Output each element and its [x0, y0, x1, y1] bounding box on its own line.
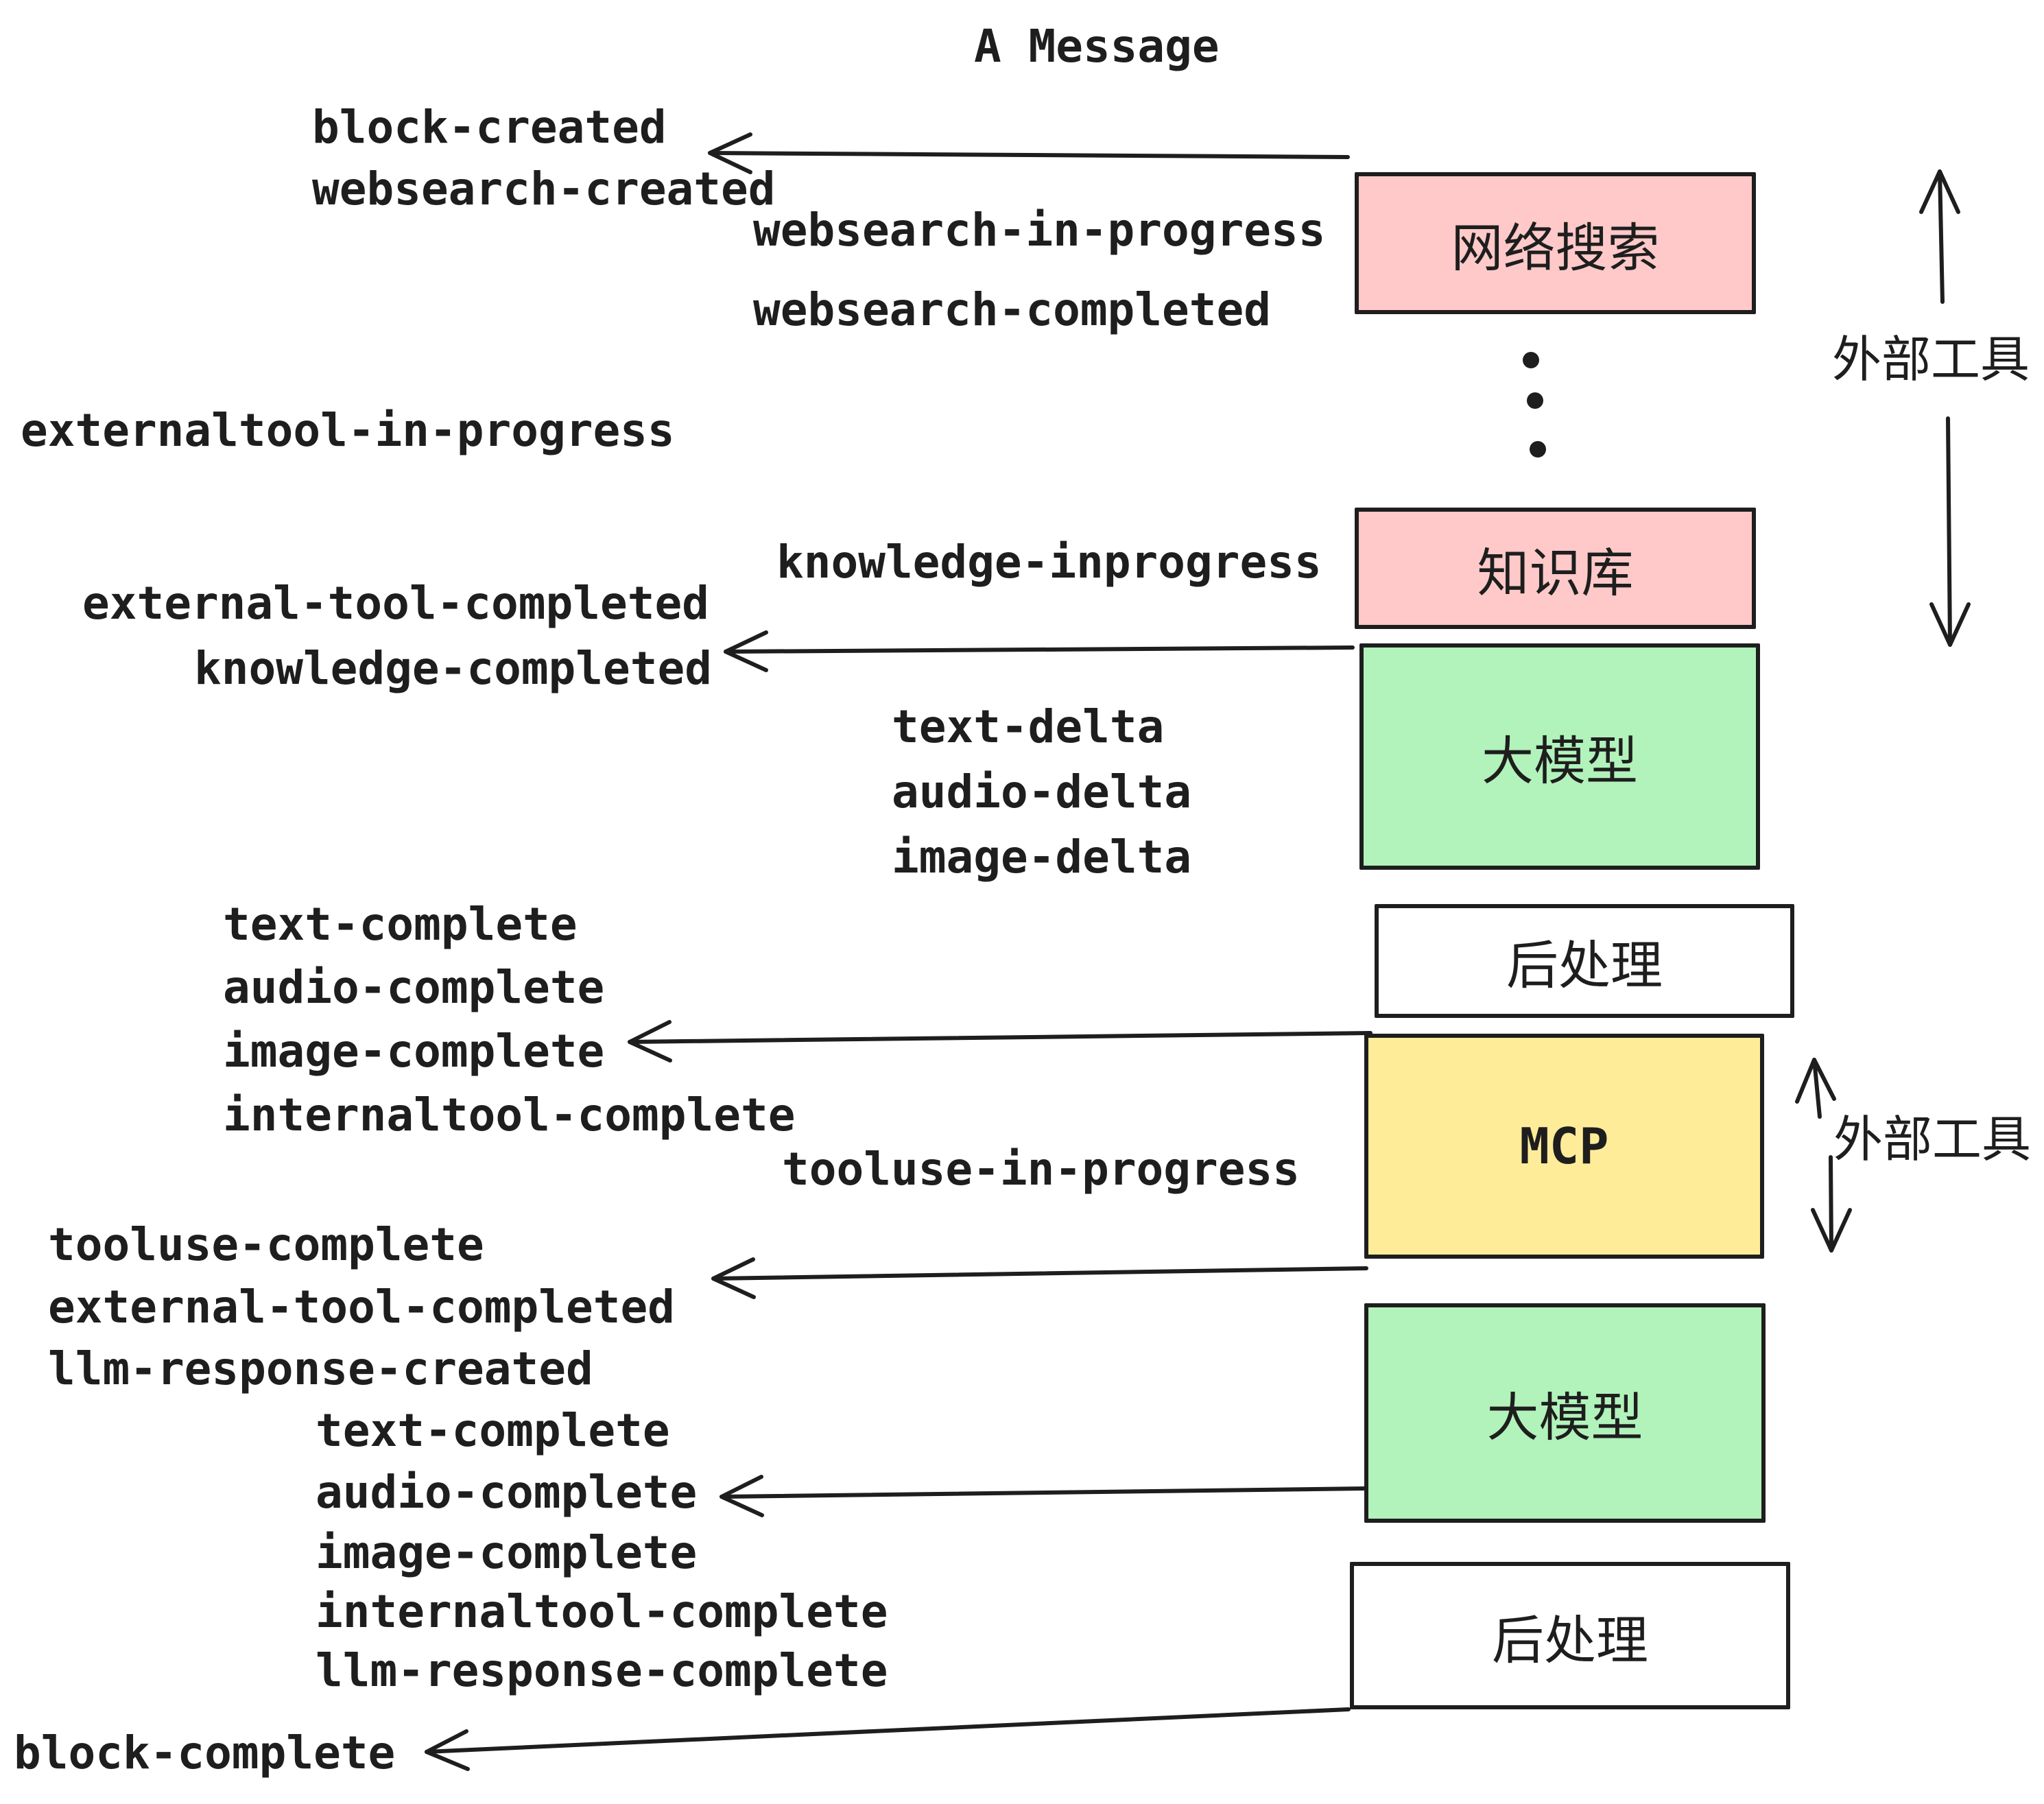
event-external-tool-completed: external-tool-completed — [82, 577, 709, 630]
arrow-llm2-to-complete-group — [720, 1475, 1366, 1517]
event-websearch-created: websearch-created — [312, 163, 776, 215]
event-block-created: block-created — [312, 101, 667, 154]
box-llm-2-label: 大模型 — [1486, 1389, 1643, 1447]
event-text-complete: text-complete — [223, 898, 578, 951]
event-text-delta: text-delta — [892, 700, 1165, 753]
box-mcp-label: MCP — [1519, 1117, 1609, 1175]
side-label-external-tools-1: 外部工具 — [1832, 333, 2030, 388]
diagram-title: A Message — [974, 20, 1220, 73]
event-image-complete-2: image-complete — [316, 1526, 698, 1579]
double-arrow-external-tools-1 — [1919, 169, 1971, 647]
arrow-mcp-to-tooluse-complete — [711, 1257, 1368, 1299]
box-post-process-2: 后处理 — [1350, 1562, 1790, 1709]
event-image-complete: image-complete — [223, 1025, 605, 1078]
event-audio-complete-2: audio-complete — [316, 1466, 698, 1519]
box-post-process-1: 后处理 — [1375, 904, 1794, 1018]
event-internaltool-complete: internaltool-complete — [223, 1089, 796, 1141]
box-post-process-2-label: 后处理 — [1492, 1611, 1648, 1670]
box-knowledge-base: 知识库 — [1355, 508, 1756, 629]
event-audio-complete: audio-complete — [223, 961, 605, 1014]
event-tooluse-in-progress: tooluse-in-progress — [782, 1143, 1300, 1196]
arrow-llm-to-knowledge-completed — [724, 630, 1355, 672]
arrow-post1-to-complete-group — [628, 1020, 1372, 1063]
double-arrow-external-tools-2 — [1795, 1058, 1852, 1253]
box-llm-1: 大模型 — [1359, 643, 1760, 870]
box-knowledge-base-label: 知识库 — [1477, 544, 1634, 603]
event-image-delta: image-delta — [892, 831, 1192, 883]
event-knowledge-completed: knowledge-completed — [194, 642, 712, 695]
event-internaltool-complete-2: internaltool-complete — [316, 1585, 888, 1638]
vertical-ellipsis-dots — [1523, 352, 1546, 458]
box-llm-2: 大模型 — [1364, 1303, 1766, 1523]
box-llm-1-label: 大模型 — [1482, 733, 1638, 791]
event-llm-response-created: llm-response-created — [48, 1342, 593, 1395]
box-web-search: 网络搜索 — [1355, 172, 1756, 314]
event-externaltool-in-progress: externaltool-in-progress — [21, 404, 675, 457]
arrow-websearch-to-created — [708, 132, 1350, 174]
box-mcp: MCP — [1364, 1034, 1764, 1259]
event-text-complete-2: text-complete — [316, 1404, 670, 1457]
event-websearch-in-progress: websearch-in-progress — [753, 204, 1326, 257]
box-web-search-label: 网络搜索 — [1451, 219, 1660, 278]
event-block-complete: block-complete — [14, 1726, 396, 1779]
event-external-tool-completed-2: external-tool-completed — [48, 1281, 675, 1333]
event-websearch-completed: websearch-completed — [753, 283, 1271, 336]
arrow-post2-to-block-complete — [425, 1707, 1351, 1771]
event-tooluse-complete: tooluse-complete — [48, 1218, 484, 1271]
side-label-external-tools-2: 外部工具 — [1833, 1113, 2032, 1167]
box-post-process-1-label: 后处理 — [1506, 937, 1663, 995]
event-knowledge-inprogress: knowledge-inprogress — [776, 536, 1322, 589]
event-llm-response-complete: llm-response-complete — [316, 1644, 888, 1697]
event-audio-delta: audio-delta — [892, 765, 1192, 818]
